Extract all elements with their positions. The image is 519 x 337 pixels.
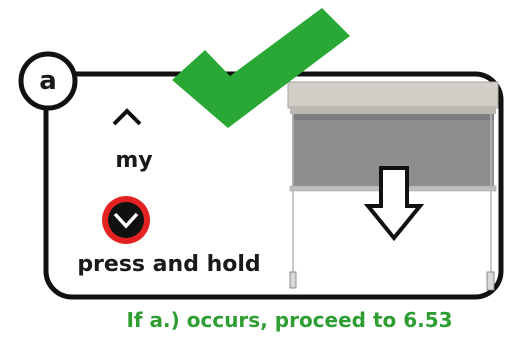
my-label: my [104,146,164,176]
tensioner-right [487,272,494,290]
press-and-hold-label: press and hold [60,248,278,282]
headbox-lower [290,106,496,114]
headbox [288,82,498,108]
chevron-down-circle-icon [102,196,150,244]
blind-fabric-top-shade [292,114,494,120]
tensioner-left [290,272,296,288]
step-letter: a [21,54,75,108]
proceed-note: If a.) occurs, proceed to 6.53 [60,305,519,335]
